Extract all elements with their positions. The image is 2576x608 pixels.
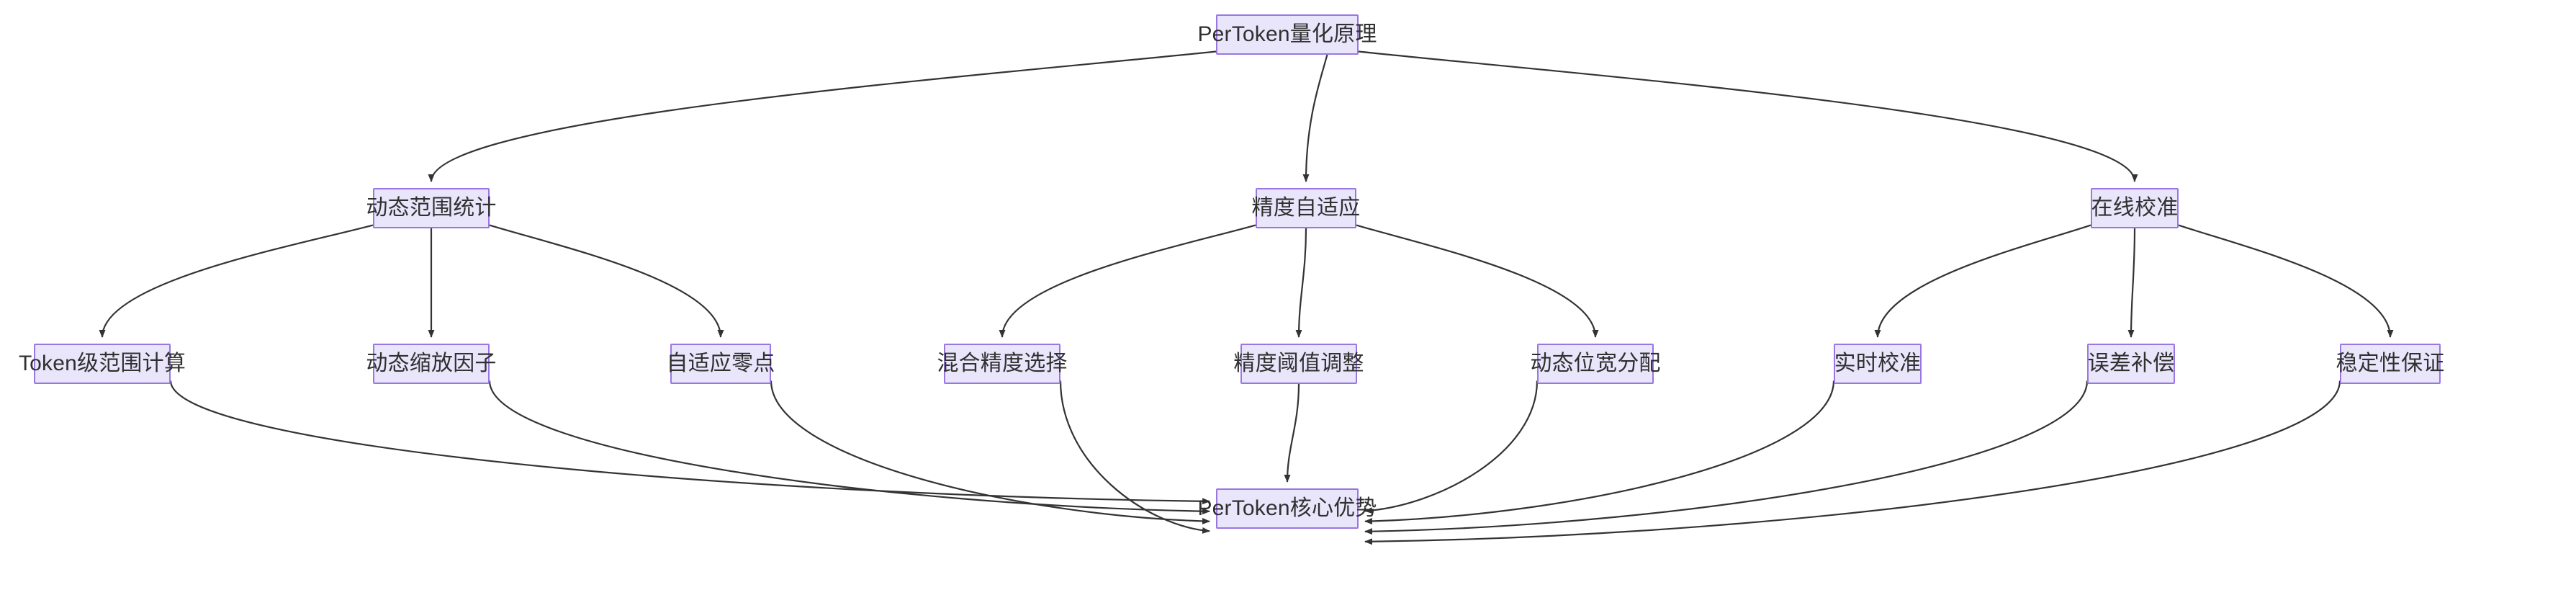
edge-leaf8-to-result bbox=[1364, 380, 2089, 535]
node-label: PerToken量化原理 bbox=[1197, 22, 1377, 46]
node-label: 动态缩放因子 bbox=[366, 352, 497, 375]
node-leaf8[interactable]: 误差补偿 bbox=[2087, 344, 2175, 384]
node-branch1[interactable]: 动态范围统计 bbox=[366, 188, 496, 228]
node-label: 混合精度选择 bbox=[937, 352, 1068, 375]
node-branch2[interactable]: 精度自适应 bbox=[1252, 188, 1360, 228]
node-label: 动态位宽分配 bbox=[1530, 352, 1661, 375]
node-label: PerToken核心优势 bbox=[1197, 496, 1377, 520]
node-leaf6[interactable]: 动态位宽分配 bbox=[1530, 344, 1660, 384]
node-leaf5[interactable]: 精度阈值调整 bbox=[1233, 344, 1364, 384]
node-label: 精度阈值调整 bbox=[1233, 352, 1364, 375]
edge-root-to-branch1 bbox=[428, 50, 1217, 182]
edge-branch3-to-leaf9 bbox=[2178, 224, 2394, 338]
edge-leaf6-to-result bbox=[1364, 380, 1539, 514]
node-label: 误差补偿 bbox=[2087, 352, 2175, 375]
edge-leaf2-to-result bbox=[488, 380, 1210, 515]
node-root[interactable]: PerToken量化原理 bbox=[1197, 14, 1377, 55]
edge-leaf1-to-result bbox=[169, 380, 1210, 505]
node-label: 稳定性保证 bbox=[2336, 352, 2445, 375]
node-leaf1[interactable]: Token级范围计算 bbox=[19, 344, 186, 384]
node-leaf9[interactable]: 稳定性保证 bbox=[2336, 344, 2444, 384]
edge-branch2-to-leaf6 bbox=[1356, 224, 1599, 338]
node-label: 实时校准 bbox=[1834, 352, 1922, 375]
node-label: Token级范围计算 bbox=[18, 352, 186, 375]
edge-branch1-to-leaf1 bbox=[99, 224, 374, 338]
node-result[interactable]: PerToken核心优势 bbox=[1197, 488, 1377, 529]
edge-root-to-branch2 bbox=[1302, 54, 1328, 182]
node-leaf7[interactable]: 实时校准 bbox=[1834, 344, 1922, 384]
edge-branch3-to-leaf8 bbox=[2127, 228, 2136, 338]
edge-leaf9-to-result bbox=[1364, 380, 2341, 545]
edge-paths bbox=[99, 50, 2394, 545]
node-label: 精度自适应 bbox=[1251, 196, 1361, 220]
node-label: 在线校准 bbox=[2091, 196, 2179, 220]
edge-leaf3-to-result bbox=[770, 380, 1210, 524]
edge-branch3-to-leaf7 bbox=[1874, 224, 2091, 338]
node-leaf3[interactable]: 自适应零点 bbox=[667, 344, 775, 384]
edge-root-to-branch3 bbox=[1358, 50, 2138, 182]
node-leaf4[interactable]: 混合精度选择 bbox=[937, 344, 1067, 384]
node-label: 动态范围统计 bbox=[366, 196, 497, 220]
node-branch3[interactable]: 在线校准 bbox=[2091, 188, 2179, 228]
edge-branch2-to-leaf4 bbox=[999, 224, 1256, 338]
edge-branch1-to-leaf3 bbox=[489, 224, 724, 338]
edge-leaf7-to-result bbox=[1364, 380, 1835, 524]
node-leaf2[interactable]: 动态缩放因子 bbox=[366, 344, 496, 384]
node-label: 自适应零点 bbox=[666, 352, 775, 375]
edge-leaf5-to-result bbox=[1284, 383, 1300, 483]
edge-branch2-to-leaf5 bbox=[1295, 228, 1307, 338]
edge-leaf4-to-result bbox=[1059, 380, 1211, 534]
